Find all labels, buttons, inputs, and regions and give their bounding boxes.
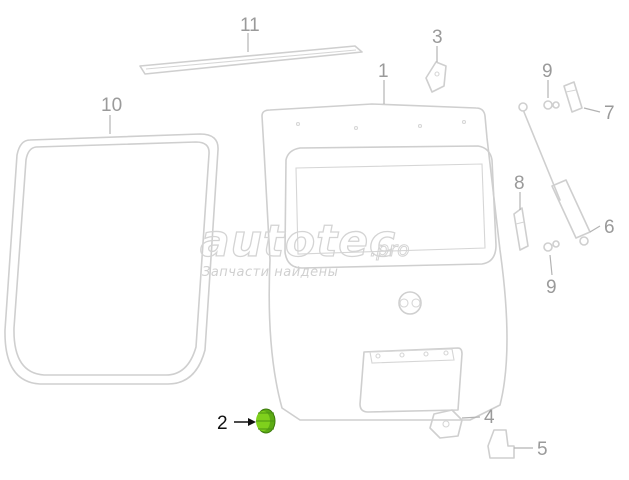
callout-3[interactable]: 3: [432, 27, 443, 48]
watermark-tagline: Запчасти найдены: [202, 265, 338, 280]
part-11-spoiler-strip[interactable]: [139, 45, 363, 75]
part-3-hinge-bracket[interactable]: [425, 61, 447, 93]
callout-9-top[interactable]: 9: [542, 61, 553, 82]
callout-5[interactable]: 5: [537, 439, 548, 460]
part-5-striker[interactable]: [487, 429, 515, 459]
callout-7[interactable]: 7: [604, 103, 615, 124]
watermark-logo: autotec: [200, 216, 396, 267]
part-2-bump-stop[interactable]: [256, 408, 276, 434]
callout-2[interactable]: 2: [217, 413, 228, 434]
watermark-domain: .pro: [370, 237, 410, 261]
part-7-strut-bracket[interactable]: [563, 81, 583, 113]
callout-10[interactable]: 10: [101, 95, 122, 116]
callout-8[interactable]: 8: [514, 173, 525, 194]
callout-labels: 11 10 1 3 9 7 8 6 9 4 5 2: [101, 15, 615, 460]
part-4-latch[interactable]: [429, 409, 463, 439]
callout-4[interactable]: 4: [484, 407, 495, 428]
part-9-ball-stud-lower[interactable]: [543, 240, 560, 252]
callout-6[interactable]: 6: [604, 217, 615, 238]
callout-1[interactable]: 1: [378, 61, 389, 82]
callout-11[interactable]: 11: [240, 15, 260, 36]
callout-9-bottom[interactable]: 9: [546, 277, 557, 298]
part-10-weatherstrip-seal[interactable]: [4, 133, 219, 385]
watermark: autotec .pro Запчасти найдены: [199, 215, 410, 280]
leader-lines: [109, 33, 601, 449]
part-6-gas-strut[interactable]: [518, 102, 591, 246]
part-9-ball-stud-upper[interactable]: [543, 100, 560, 110]
part-1-liftgate[interactable]: [261, 103, 508, 421]
part-8-lower-bracket[interactable]: [513, 207, 529, 251]
